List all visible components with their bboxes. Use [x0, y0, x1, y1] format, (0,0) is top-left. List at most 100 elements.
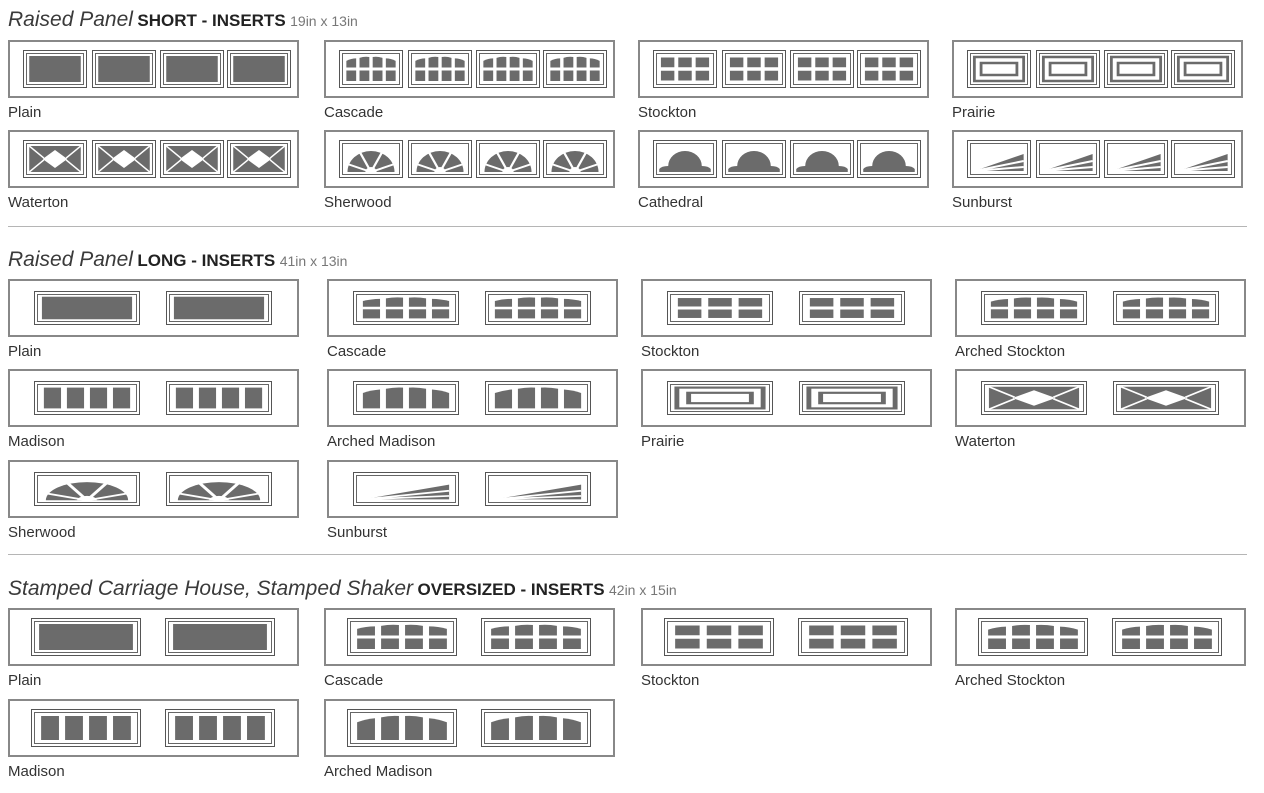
- insert-label: Arched Stockton: [955, 672, 1066, 689]
- insert-option-cascade[interactable]: Cascade: [327, 279, 618, 361]
- insert-option-plain[interactable]: Plain: [8, 279, 299, 361]
- insert-frame: [952, 130, 1243, 188]
- insert-window: [1104, 140, 1168, 178]
- insert-window: [790, 50, 854, 88]
- insert-pattern-cascade: [491, 624, 581, 649]
- insert-window: [476, 140, 540, 178]
- insert-window: [1113, 291, 1219, 325]
- insert-glass: [970, 143, 1028, 175]
- insert-option-stockton[interactable]: Stockton: [641, 608, 932, 690]
- insert-window: [653, 50, 717, 88]
- insert-glass: [168, 621, 272, 653]
- insert-frame: [955, 608, 1246, 666]
- insert-window: [160, 50, 224, 88]
- insert-window: [92, 140, 156, 178]
- insert-glass: [802, 384, 902, 412]
- insert-label: Madison: [8, 433, 65, 450]
- insert-glass: [37, 384, 137, 412]
- insert-glass: [725, 143, 783, 175]
- insert-window: [1112, 618, 1222, 656]
- insert-label: Prairie: [952, 104, 996, 121]
- insert-window: [166, 291, 272, 325]
- insert-window: [857, 140, 921, 178]
- insert-glass: [488, 294, 588, 322]
- insert-pattern-prairie: [1176, 55, 1230, 83]
- insert-glass: [26, 143, 84, 175]
- insert-pattern-plain: [233, 56, 285, 82]
- insert-option-cascade[interactable]: Cascade: [324, 40, 615, 122]
- insert-glass: [984, 294, 1084, 322]
- insert-window: [967, 50, 1031, 88]
- section-title-size: 19in x 13in: [290, 13, 358, 29]
- insert-option-stockton[interactable]: Stockton: [638, 40, 929, 122]
- insert-glass: [230, 143, 288, 175]
- insert-option-cascade[interactable]: Cascade: [324, 608, 615, 690]
- insert-label: Cathedral: [638, 194, 704, 211]
- insert-option-cathedral[interactable]: Cathedral: [638, 130, 929, 212]
- insert-pattern-stockton: [677, 298, 763, 318]
- insert-glass: [356, 384, 456, 412]
- insert-label: Sunburst: [327, 524, 388, 541]
- insert-option-arched-stockton[interactable]: Arched Stockton: [955, 608, 1246, 690]
- insert-window: [165, 709, 275, 747]
- insert-pattern-sherwood: [347, 151, 395, 173]
- insert-option-arched-madison[interactable]: Arched Madison: [327, 369, 618, 451]
- insert-option-sunburst[interactable]: Sunburst: [952, 130, 1243, 212]
- insert-pattern-sunburst: [494, 484, 582, 501]
- insert-pattern-plain: [166, 56, 218, 82]
- insert-option-plain[interactable]: Plain: [8, 40, 299, 122]
- insert-option-madison[interactable]: Madison: [8, 369, 299, 451]
- insert-option-waterton[interactable]: Waterton: [8, 130, 299, 212]
- insert-frame: [641, 279, 932, 337]
- insert-pattern-sherwood: [177, 482, 261, 502]
- insert-option-plain[interactable]: Plain: [8, 608, 299, 690]
- insert-frame: [8, 40, 299, 98]
- section-title-italic: Raised Panel: [8, 8, 133, 31]
- insert-glass: [95, 53, 153, 85]
- insert-label: Prairie: [641, 433, 685, 450]
- insert-option-arched-madison[interactable]: Arched Madison: [324, 699, 615, 781]
- insert-option-prairie[interactable]: Prairie: [641, 369, 932, 451]
- insert-pattern-plain: [41, 296, 133, 320]
- insert-option-arched-stockton[interactable]: Arched Stockton: [955, 279, 1246, 361]
- insert-pattern-prairie: [972, 55, 1026, 83]
- insert-glass: [670, 294, 770, 322]
- insert-window: [978, 618, 1088, 656]
- insert-window: [353, 291, 459, 325]
- insert-pattern-waterton: [232, 145, 286, 173]
- insert-window: [166, 381, 272, 415]
- insert-window: [1171, 50, 1235, 88]
- insert-option-sherwood[interactable]: Sherwood: [8, 460, 299, 542]
- insert-pattern-waterton: [97, 145, 151, 173]
- insert-option-prairie[interactable]: Prairie: [952, 40, 1243, 122]
- insert-label: Stockton: [638, 104, 697, 121]
- insert-window: [92, 50, 156, 88]
- section-title: Stamped Carriage House, Stamped Shaker O…: [8, 577, 677, 603]
- insert-option-stockton[interactable]: Stockton: [641, 279, 932, 361]
- insert-glass: [342, 53, 400, 85]
- insert-window: [667, 291, 773, 325]
- insert-pattern-sherwood: [45, 482, 129, 502]
- insert-pattern-cathedral: [863, 151, 915, 172]
- insert-pattern-sunburst: [362, 484, 450, 501]
- insert-pattern-sunburst: [1178, 154, 1228, 172]
- section-title-size: 41in x 13in: [279, 253, 348, 269]
- insert-option-sherwood[interactable]: Sherwood: [324, 130, 615, 212]
- insert-glass: [34, 712, 138, 744]
- insert-window: [722, 140, 786, 178]
- section-title-bold: LONG - INSERTS: [137, 251, 276, 270]
- insert-pattern-cathedral: [728, 151, 780, 172]
- section-divider: [8, 226, 1247, 227]
- insert-glass: [350, 621, 454, 653]
- insert-window: [653, 140, 717, 178]
- insert-glass: [350, 712, 454, 744]
- insert-option-waterton[interactable]: Waterton: [955, 369, 1246, 451]
- insert-pattern-cascade: [550, 56, 600, 81]
- insert-glass: [169, 475, 269, 503]
- insert-window: [347, 709, 457, 747]
- insert-option-sunburst[interactable]: Sunburst: [327, 460, 618, 542]
- insert-pattern-sunburst: [974, 154, 1024, 172]
- insert-option-madison[interactable]: Madison: [8, 699, 299, 781]
- insert-glass: [793, 53, 851, 85]
- section-title: Raised Panel LONG - INSERTS 41in x 13in: [8, 248, 347, 274]
